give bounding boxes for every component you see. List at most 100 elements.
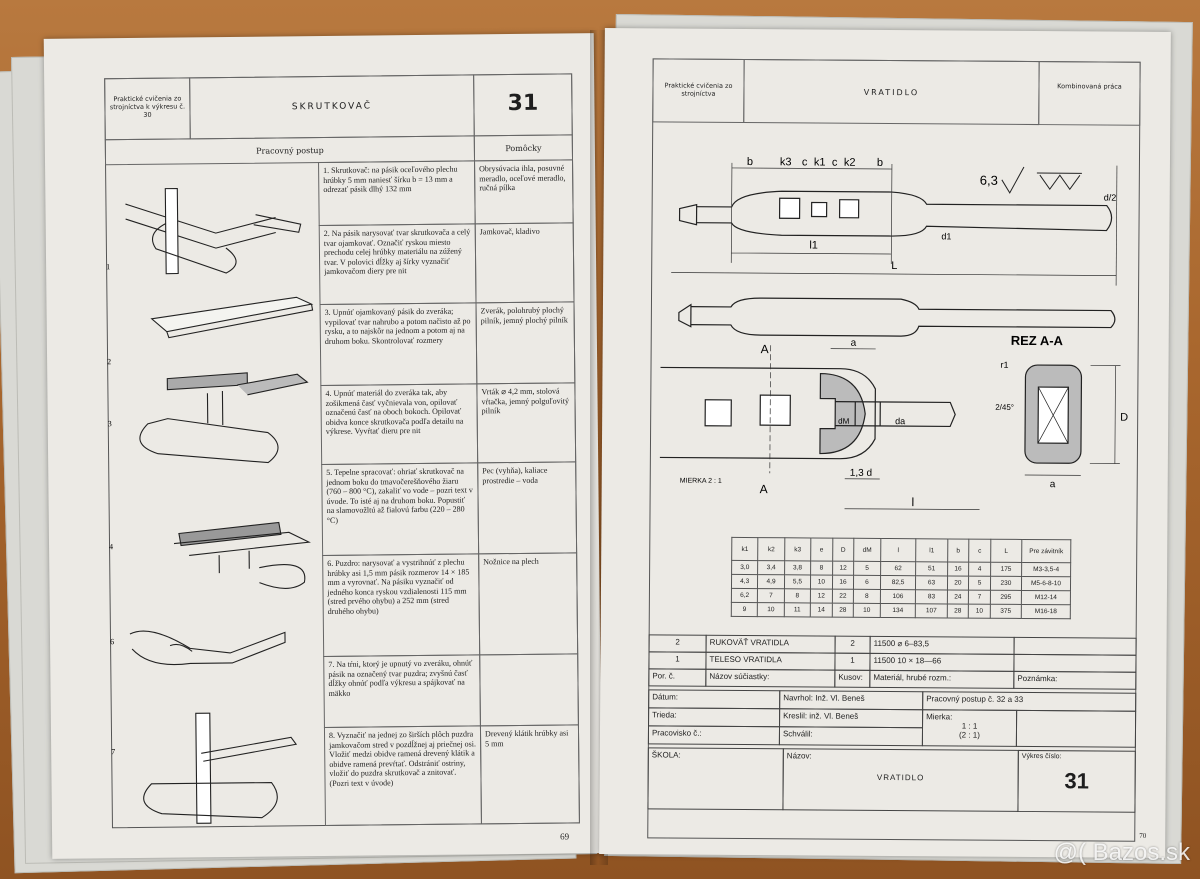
dim-L: L	[891, 260, 897, 272]
left-header-number-text: 31	[507, 90, 539, 117]
table-cell: 8	[810, 560, 833, 576]
right-header-right: Kombinovaná práca	[1038, 61, 1141, 126]
parts-header-material: Materiál, hrubé rozm.:	[869, 669, 1015, 689]
tb-scale: Mierka: 1 : 1 (2 : 1)	[921, 709, 1018, 747]
step-2-aids: Jamkovač, kladivo	[474, 222, 575, 304]
part-1-no: 1	[648, 651, 707, 670]
table-cell: 83	[915, 589, 948, 604]
table-cell: 28	[831, 603, 854, 618]
th-k2: k2	[758, 537, 785, 561]
tb-class: Trieda:	[648, 707, 781, 728]
dim-k2: k2	[844, 157, 856, 169]
section-mark-top: A	[761, 342, 769, 356]
step-7-aids	[479, 653, 579, 727]
left-book-page: Praktické cvičenia zo strojníctva k výkr…	[43, 33, 603, 859]
step-3-text: 3. Upnúť ojamkovaný pásik do zveráka; vy…	[319, 302, 478, 387]
part-1-note	[1013, 653, 1137, 673]
dim-D: D	[1120, 412, 1128, 424]
tb-drew: Kreslil: inž. Vl. Beneš	[779, 708, 924, 729]
step-1-text: 1. Skrutkovač: na pásik oceľového plechu…	[318, 160, 476, 227]
fig4-number: 4	[109, 542, 113, 551]
table-cell: M5-6-8-10	[1021, 576, 1071, 591]
tb-scale-extra	[1015, 709, 1137, 748]
parts-header-note: Poznámka:	[1013, 670, 1137, 690]
left-header-title: SKRUTKOVAČ	[189, 74, 475, 140]
fig1-hacksaw-drawing	[125, 187, 302, 275]
table-cell: 51	[916, 561, 948, 576]
tb-drawing-no-label: Výkres číslo:	[1021, 752, 1062, 761]
part-2-qty: 2	[834, 635, 871, 654]
th-dM: dM	[853, 538, 881, 562]
fig7-bending-drawing	[143, 712, 298, 824]
parts-header-no: Por. č.	[648, 668, 707, 687]
part-1-name: TELESO VRATIDLA	[705, 651, 836, 671]
right-header-right-text: Kombinovaná práca	[1057, 82, 1122, 91]
table-cell: 5,5	[784, 574, 811, 589]
table-cell: 24	[946, 589, 969, 605]
dimension-table: k1 k2 k3 e D dM l l1 b c L Pre závitník …	[731, 537, 1072, 619]
fig6-number: 6	[110, 637, 114, 646]
tb-approved: Schválil:	[778, 726, 924, 747]
th-c: c	[968, 539, 991, 563]
table-cell: 107	[915, 603, 947, 618]
step-1-aids: Obrysúvacia ihla, posuvné meradlo, oceľo…	[474, 159, 574, 225]
th-l1: l1	[916, 538, 948, 562]
table-cell: 12	[810, 588, 833, 604]
section-title: REZ A-A	[1011, 333, 1064, 348]
th-L: L	[990, 539, 1022, 563]
table-cell: 16	[947, 561, 969, 577]
step-5-aids: Pec (vyhňa), kaliace prostredie – voda	[477, 461, 578, 555]
table-cell: 375	[990, 604, 1022, 619]
table-cell: M12-14	[1021, 590, 1071, 605]
part-2-material: 11500 ⌀ 6–83,5	[869, 635, 1015, 655]
left-header-subtitle-text: Praktické cvičenia zo strojníctva k výkr…	[109, 94, 186, 119]
tb-drawing-no-cell: Výkres číslo: 31	[1017, 749, 1136, 813]
table-cell: 106	[880, 589, 916, 604]
part-2-name: RUKOVÄŤ VRATIDLA	[705, 634, 836, 654]
section-mark-bottom: A	[760, 482, 768, 496]
dim-a-detail: a	[851, 338, 857, 349]
part-1-qty: 1	[834, 652, 871, 671]
step-4-text: 4. Upnúť materiál do zveráka tak, aby zo…	[320, 383, 479, 466]
tb-name-label: Názov:	[786, 751, 812, 761]
th-k1: k1	[731, 537, 759, 561]
right-header-left: Praktické cvičenia zo strojníctva	[652, 58, 745, 124]
table-cell: 4	[968, 562, 991, 577]
dim-d-half: d/2	[1104, 193, 1117, 203]
left-header-number: 31	[473, 73, 573, 137]
fig4-filing-drawing	[173, 521, 311, 589]
table-cell: 5	[853, 561, 881, 576]
table-cell: 4,3	[731, 574, 758, 589]
dim-l1: l1	[809, 239, 818, 251]
procedure-illustrations: 1 2 3 4 6 7	[106, 187, 314, 824]
table-cell: 82,5	[880, 575, 917, 590]
dim-k3: k3	[780, 156, 792, 168]
table-cell: 10	[810, 574, 833, 590]
table-cell: 63	[915, 575, 948, 590]
fig2-number: 2	[107, 357, 111, 366]
detail-dim-lines	[769, 345, 980, 511]
part-2-note	[1013, 636, 1137, 656]
dim-da: da	[895, 416, 905, 426]
table-cell: M3-3,5-4	[1021, 562, 1071, 577]
fig1-number: 1	[106, 262, 110, 271]
table-cell: 8	[784, 588, 811, 603]
tb-date: Dátum:	[648, 689, 781, 710]
step-8-aids: Drevený klátik hrúbky asi 5 mm	[479, 724, 580, 825]
tb-scale-label: Mierka:	[926, 712, 953, 722]
table-cell: 10	[757, 602, 785, 617]
tb-workplace: Pracovisko č.:	[647, 725, 781, 746]
dim-c2: c	[832, 157, 838, 169]
dim-1-3d: 1,3 d	[850, 468, 872, 479]
left-header-subtitle: Praktické cvičenia zo strojníctva k výkr…	[104, 77, 191, 141]
col-header-aids: Pomôcky	[473, 134, 574, 162]
dim-a-section: a	[1050, 479, 1056, 490]
table-cell: 20	[947, 575, 969, 591]
col-header-aids-text: Pomôcky	[505, 143, 542, 154]
dim-c1: c	[802, 156, 808, 168]
table-cell: 6,2	[731, 588, 758, 603]
bazos-watermark: @( Bazos.sk	[1053, 839, 1190, 866]
detail-scale-label: MIERKA 2 : 1	[680, 478, 722, 485]
dim-l: l	[912, 495, 915, 509]
table-cell: 134	[879, 603, 916, 618]
